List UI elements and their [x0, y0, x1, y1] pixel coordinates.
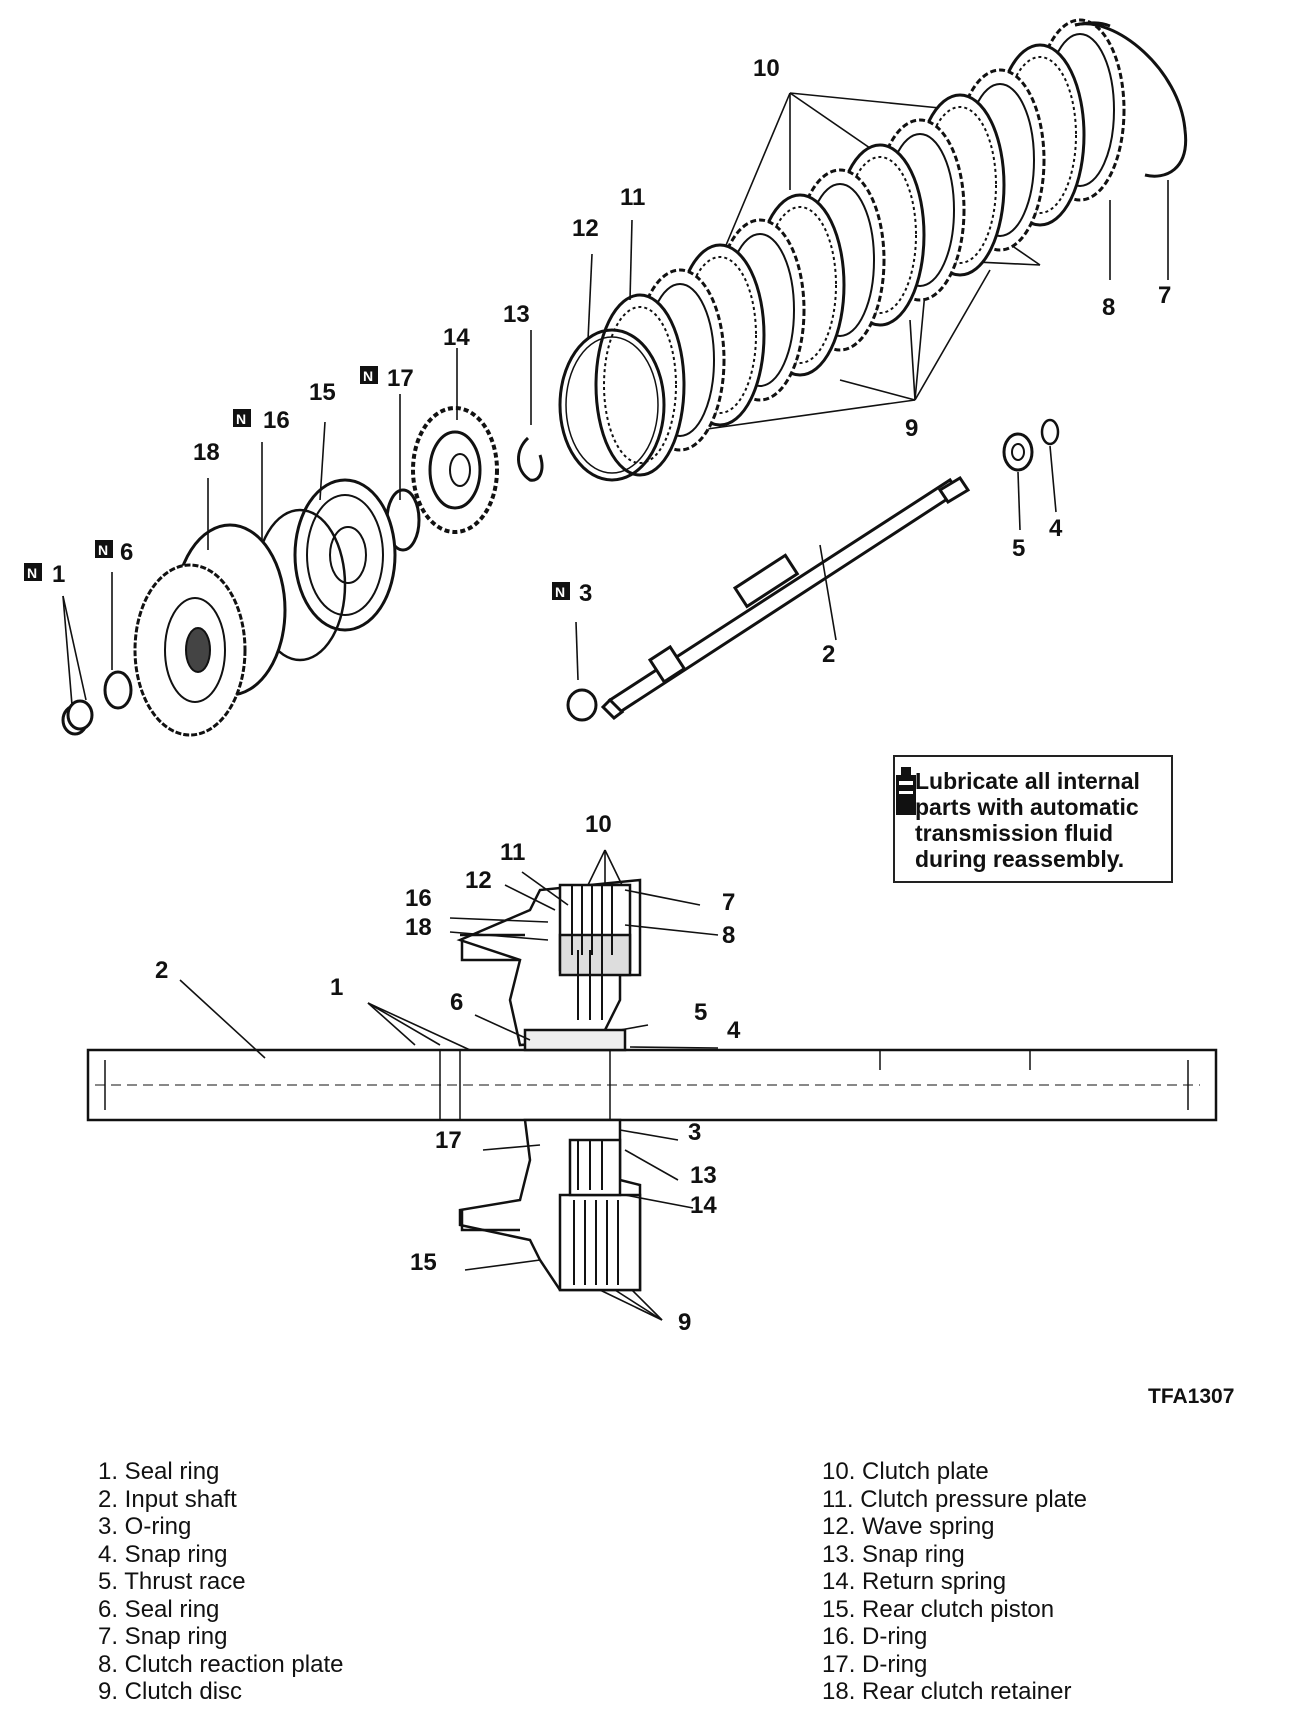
callout-13-top: 13: [503, 301, 530, 328]
svg-text:N: N: [236, 411, 246, 427]
cross-section-view: 10 11 12 16 18 7 8 2 1 6 5 4 3 17 13 14 …: [86, 811, 1218, 1336]
note-line: Lubricate all internal: [915, 768, 1140, 794]
callout-14-top: 14: [443, 324, 470, 351]
legend-item: 2. Input shaft: [98, 1485, 237, 1513]
legend-item: 15. Rear clutch piston: [822, 1595, 1055, 1623]
callout-2-section: 2: [155, 957, 168, 984]
callout-1-top: 1: [52, 561, 65, 588]
legend-item: 16. D-ring: [822, 1623, 928, 1650]
legend-item: 1. Seal ring: [98, 1458, 220, 1485]
callout-6-top: 6: [120, 539, 133, 566]
callout-15-top: 15: [309, 379, 336, 406]
legend-item: 18. Rear clutch retainer: [822, 1678, 1072, 1705]
callout-4-section: 4: [727, 1017, 741, 1044]
new-part-marker-1: N: [24, 563, 42, 581]
note-line: during reassembly.: [915, 846, 1125, 872]
new-part-marker-6: N: [95, 540, 113, 558]
svg-text:N: N: [98, 542, 108, 558]
callout-18-section: 18: [405, 914, 432, 941]
shaft-section: [86, 1048, 1218, 1122]
note-line: parts with automatic: [915, 794, 1139, 820]
callout-5-top: 5: [1012, 535, 1025, 562]
callout-13-section: 13: [690, 1162, 717, 1189]
callout-9-top: 9: [905, 415, 918, 442]
callout-16-section: 16: [405, 885, 432, 912]
callout-17-section: 17: [435, 1127, 462, 1154]
lubrication-note: Lubricate all internal parts with automa…: [893, 755, 1173, 883]
lubrication-note-text: Lubricate all internal parts with automa…: [915, 768, 1171, 872]
callout-15-section: 15: [410, 1249, 437, 1276]
legend-item: 11. Clutch pressure plate: [822, 1485, 1088, 1513]
callout-8-top: 8: [1102, 294, 1115, 321]
exploded-view: 10 11 12 13 14 15 17 16 18 6 1 3 2 5 4 8…: [24, 18, 1188, 737]
legend-item: 14. Return spring: [822, 1568, 1007, 1595]
callout-11-section: 11: [500, 839, 525, 866]
legend-item: 8. Clutch reaction plate: [98, 1650, 344, 1678]
callout-2-top: 2: [822, 641, 835, 668]
callout-4-top: 4: [1049, 515, 1063, 542]
callout-9-section: 9: [678, 1309, 691, 1336]
callout-12-top: 12: [572, 215, 599, 242]
new-part-marker-17: N: [360, 366, 378, 384]
upper-housing-section: [456, 878, 642, 1052]
callout-5-section: 5: [694, 999, 707, 1026]
callout-18-top: 18: [193, 439, 220, 466]
wave-spring-shape: [558, 328, 666, 482]
legend-item: 7. Snap ring: [98, 1623, 228, 1650]
callout-10-top: 10: [753, 55, 780, 82]
legend-item: 10. Clutch plate: [822, 1458, 989, 1485]
svg-text:N: N: [27, 565, 37, 581]
figure-id: TFA1307: [1148, 1385, 1235, 1408]
legend-item: 3. O-ring: [98, 1513, 192, 1540]
note-line: transmission fluid: [915, 820, 1114, 846]
thrust-race-shape: [1002, 432, 1034, 472]
o-ring-3-shape: [566, 688, 598, 722]
return-spring-shape: [411, 406, 499, 534]
new-part-marker-3: N: [552, 582, 570, 600]
snap-ring-4-shape: [1040, 418, 1060, 446]
legend-item: 4. Snap ring: [98, 1540, 228, 1568]
callout-14-section: 14: [690, 1192, 717, 1219]
seal-ring-1-shape: [61, 699, 94, 736]
snap-ring-7-shape: [1074, 22, 1188, 178]
callout-16-top: 16: [263, 407, 290, 434]
callout-11-top: 11: [620, 184, 645, 211]
callout-3-top: 3: [579, 580, 592, 607]
legend-item: 12. Wave spring: [822, 1513, 995, 1540]
callout-7-section: 7: [722, 889, 735, 916]
callout-17-top: 17: [387, 365, 414, 392]
parts-legend-left: 1. Seal ring 2. Input shaft 3. O-ring 4.…: [98, 1458, 343, 1706]
lower-housing-section: [458, 1118, 642, 1292]
svg-text:N: N: [555, 584, 565, 600]
oil-can-icon: [896, 767, 916, 815]
callout-12-section: 12: [465, 867, 492, 894]
legend-item: 6. Seal ring: [98, 1595, 220, 1623]
new-part-marker-16: N: [233, 409, 251, 427]
callout-1-section: 1: [330, 974, 343, 1001]
callout-8-section: 8: [722, 922, 735, 949]
legend-item: 13. Snap ring: [822, 1540, 965, 1568]
legend-item: 5. Thrust race: [98, 1568, 246, 1595]
piston-shape: [293, 478, 397, 632]
callout-6-section: 6: [450, 989, 463, 1016]
clutch-pack: [594, 18, 1126, 477]
callout-7-top: 7: [1158, 282, 1171, 309]
retainer-shape: [133, 523, 287, 737]
parts-legend-right: 10. Clutch plate 11. Clutch pressure pla…: [822, 1458, 1087, 1706]
svg-text:N: N: [363, 368, 373, 384]
callout-10-section: 10: [585, 811, 612, 838]
seal-ring-6-shape: [103, 670, 133, 710]
input-shaft-shape: [600, 475, 971, 720]
snap-ring-13-shape: [517, 436, 544, 482]
callout-3-section: 3: [688, 1119, 701, 1146]
legend-item: 17. D-ring: [822, 1650, 928, 1678]
legend-item: 9. Clutch disc: [98, 1678, 243, 1705]
